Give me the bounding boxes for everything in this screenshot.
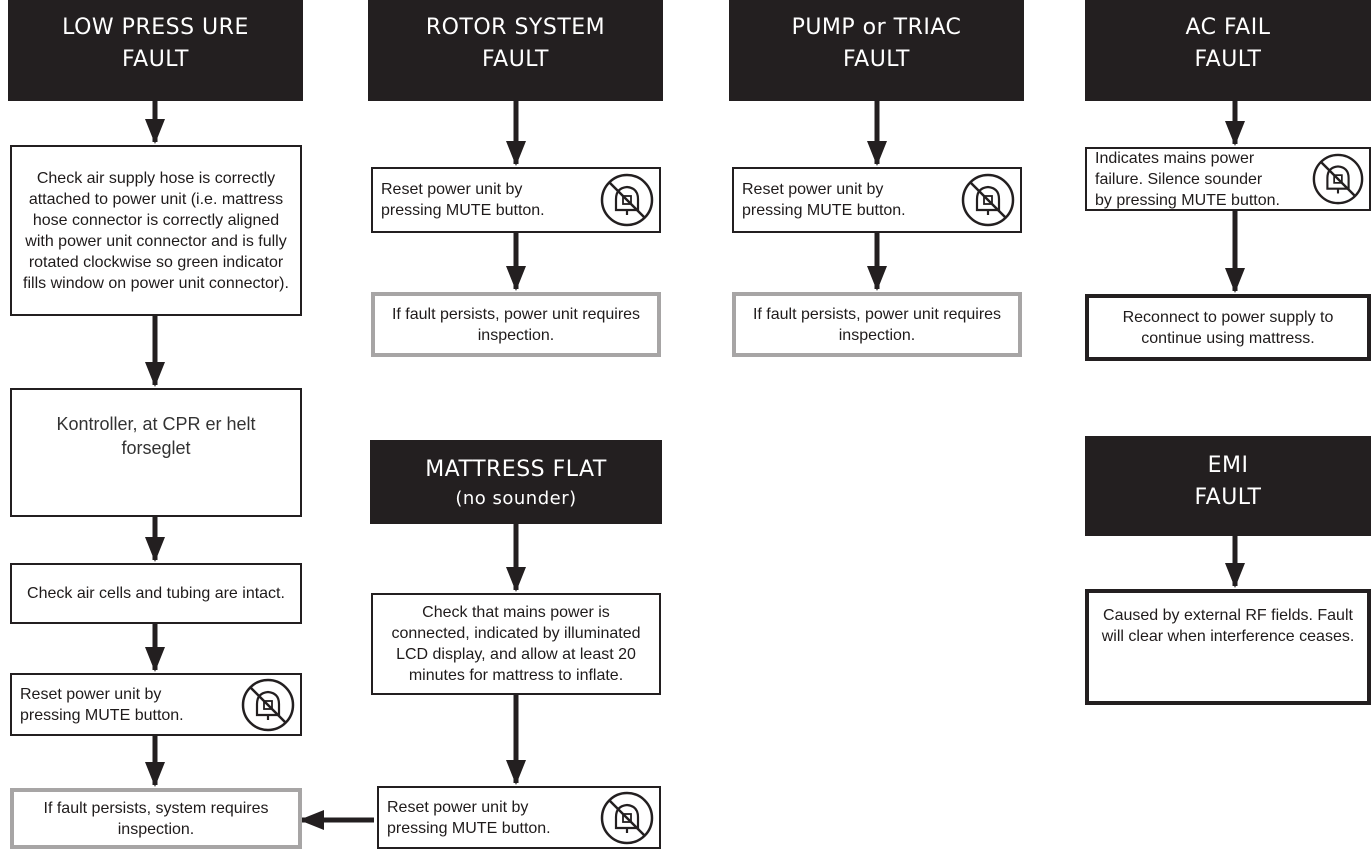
mute-bell-crossed-icon [961, 173, 1015, 227]
low-pressure-title: LOW PRESS URE [62, 15, 249, 40]
mattress-flat-step-check-power: Check that mains power is connected, ind… [371, 593, 661, 695]
rotor-step-reset: Reset power unit by pressing MUTE button… [371, 167, 661, 233]
rotor-step2-text: If fault persists, power unit requires i… [391, 305, 641, 344]
rotor-header: ROTOR SYSTEM FAULT [368, 0, 663, 101]
pump-subtitle: FAULT [843, 47, 910, 72]
ac-fail-step1-text: Indicates mains power failure. Silence s… [1095, 149, 1280, 209]
rotor-title: ROTOR SYSTEM [425, 15, 606, 40]
mattress-flat-subtitle: (no sounder) [455, 488, 577, 509]
mattress-flat-step-reset: Reset power unit by pressing MUTE button… [377, 786, 661, 849]
rotor-reset-text: Reset power unit by pressing MUTE button… [381, 181, 545, 219]
mute-bell-crossed-icon [1312, 153, 1364, 205]
pump-reset-text: Reset power unit by pressing MUTE button… [742, 181, 906, 219]
rotor-step-inspection: If fault persists, power unit requires i… [371, 292, 661, 357]
emi-header: EMI FAULT [1085, 436, 1371, 536]
low-pressure-step3-text: Check air cells and tubing are intact. [27, 585, 285, 602]
ac-fail-title: AC FAIL [1185, 15, 1271, 40]
mattress-flat-reset-text: Reset power unit by pressing MUTE button… [387, 798, 551, 837]
mute-bell-crossed-icon [600, 173, 654, 227]
ac-fail-step-indicates: Indicates mains power failure. Silence s… [1085, 147, 1371, 211]
emi-title: EMI [1207, 453, 1249, 478]
rotor-subtitle: FAULT [482, 47, 549, 72]
low-pressure-step5-text: If fault persists, system requires inspe… [43, 799, 269, 838]
pump-step-inspection: If fault persists, power unit requires i… [732, 292, 1022, 357]
emi-step-rf-fields: Caused by external RF fields. Fault will… [1085, 589, 1371, 705]
mute-bell-crossed-icon [600, 791, 654, 844]
ac-fail-subtitle: FAULT [1194, 47, 1262, 72]
emi-step1-text: Caused by external RF fields. Fault will… [1101, 607, 1355, 645]
pump-step-reset: Reset power unit by pressing MUTE button… [732, 167, 1022, 233]
pump-title: PUMP or TRIAC [791, 15, 962, 40]
mattress-flat-step1-text: Check that mains power is connected, ind… [391, 604, 641, 684]
low-pressure-step-reset: Reset power unit by pressing MUTE button… [10, 673, 302, 736]
ac-fail-step-reconnect: Reconnect to power supply to continue us… [1085, 294, 1371, 361]
pump-step2-text: If fault persists, power unit requires i… [752, 305, 1002, 344]
low-pressure-header: LOW PRESS URE FAULT [8, 0, 303, 101]
mattress-flat-header: MATTRESS FLAT (no sounder) [370, 440, 662, 524]
mattress-flat-title: MATTRESS FLAT [425, 457, 607, 482]
low-pressure-step-air-cells: Check air cells and tubing are intact. [10, 563, 302, 624]
low-pressure-reset-text: Reset power unit by pressing MUTE button… [20, 685, 184, 724]
low-pressure-step2-text: Kontroller, at CPR er helt forseglet [56, 414, 256, 458]
ac-fail-header: AC FAIL FAULT [1085, 0, 1371, 101]
low-pressure-subtitle: FAULT [122, 47, 189, 72]
low-pressure-step-inspection: If fault persists, system requires inspe… [10, 788, 302, 849]
low-pressure-step-cpr: Kontroller, at CPR er helt forseglet [10, 388, 302, 517]
ac-fail-step2-text: Reconnect to power supply to continue us… [1122, 308, 1334, 347]
low-pressure-step-check-hose: Check air supply hose is correctly attac… [10, 145, 302, 316]
mute-bell-crossed-icon [241, 678, 295, 731]
emi-subtitle: FAULT [1194, 485, 1262, 510]
pump-header: PUMP or TRIAC FAULT [729, 0, 1024, 101]
low-pressure-step1-text: Check air supply hose is correctly attac… [23, 169, 289, 292]
